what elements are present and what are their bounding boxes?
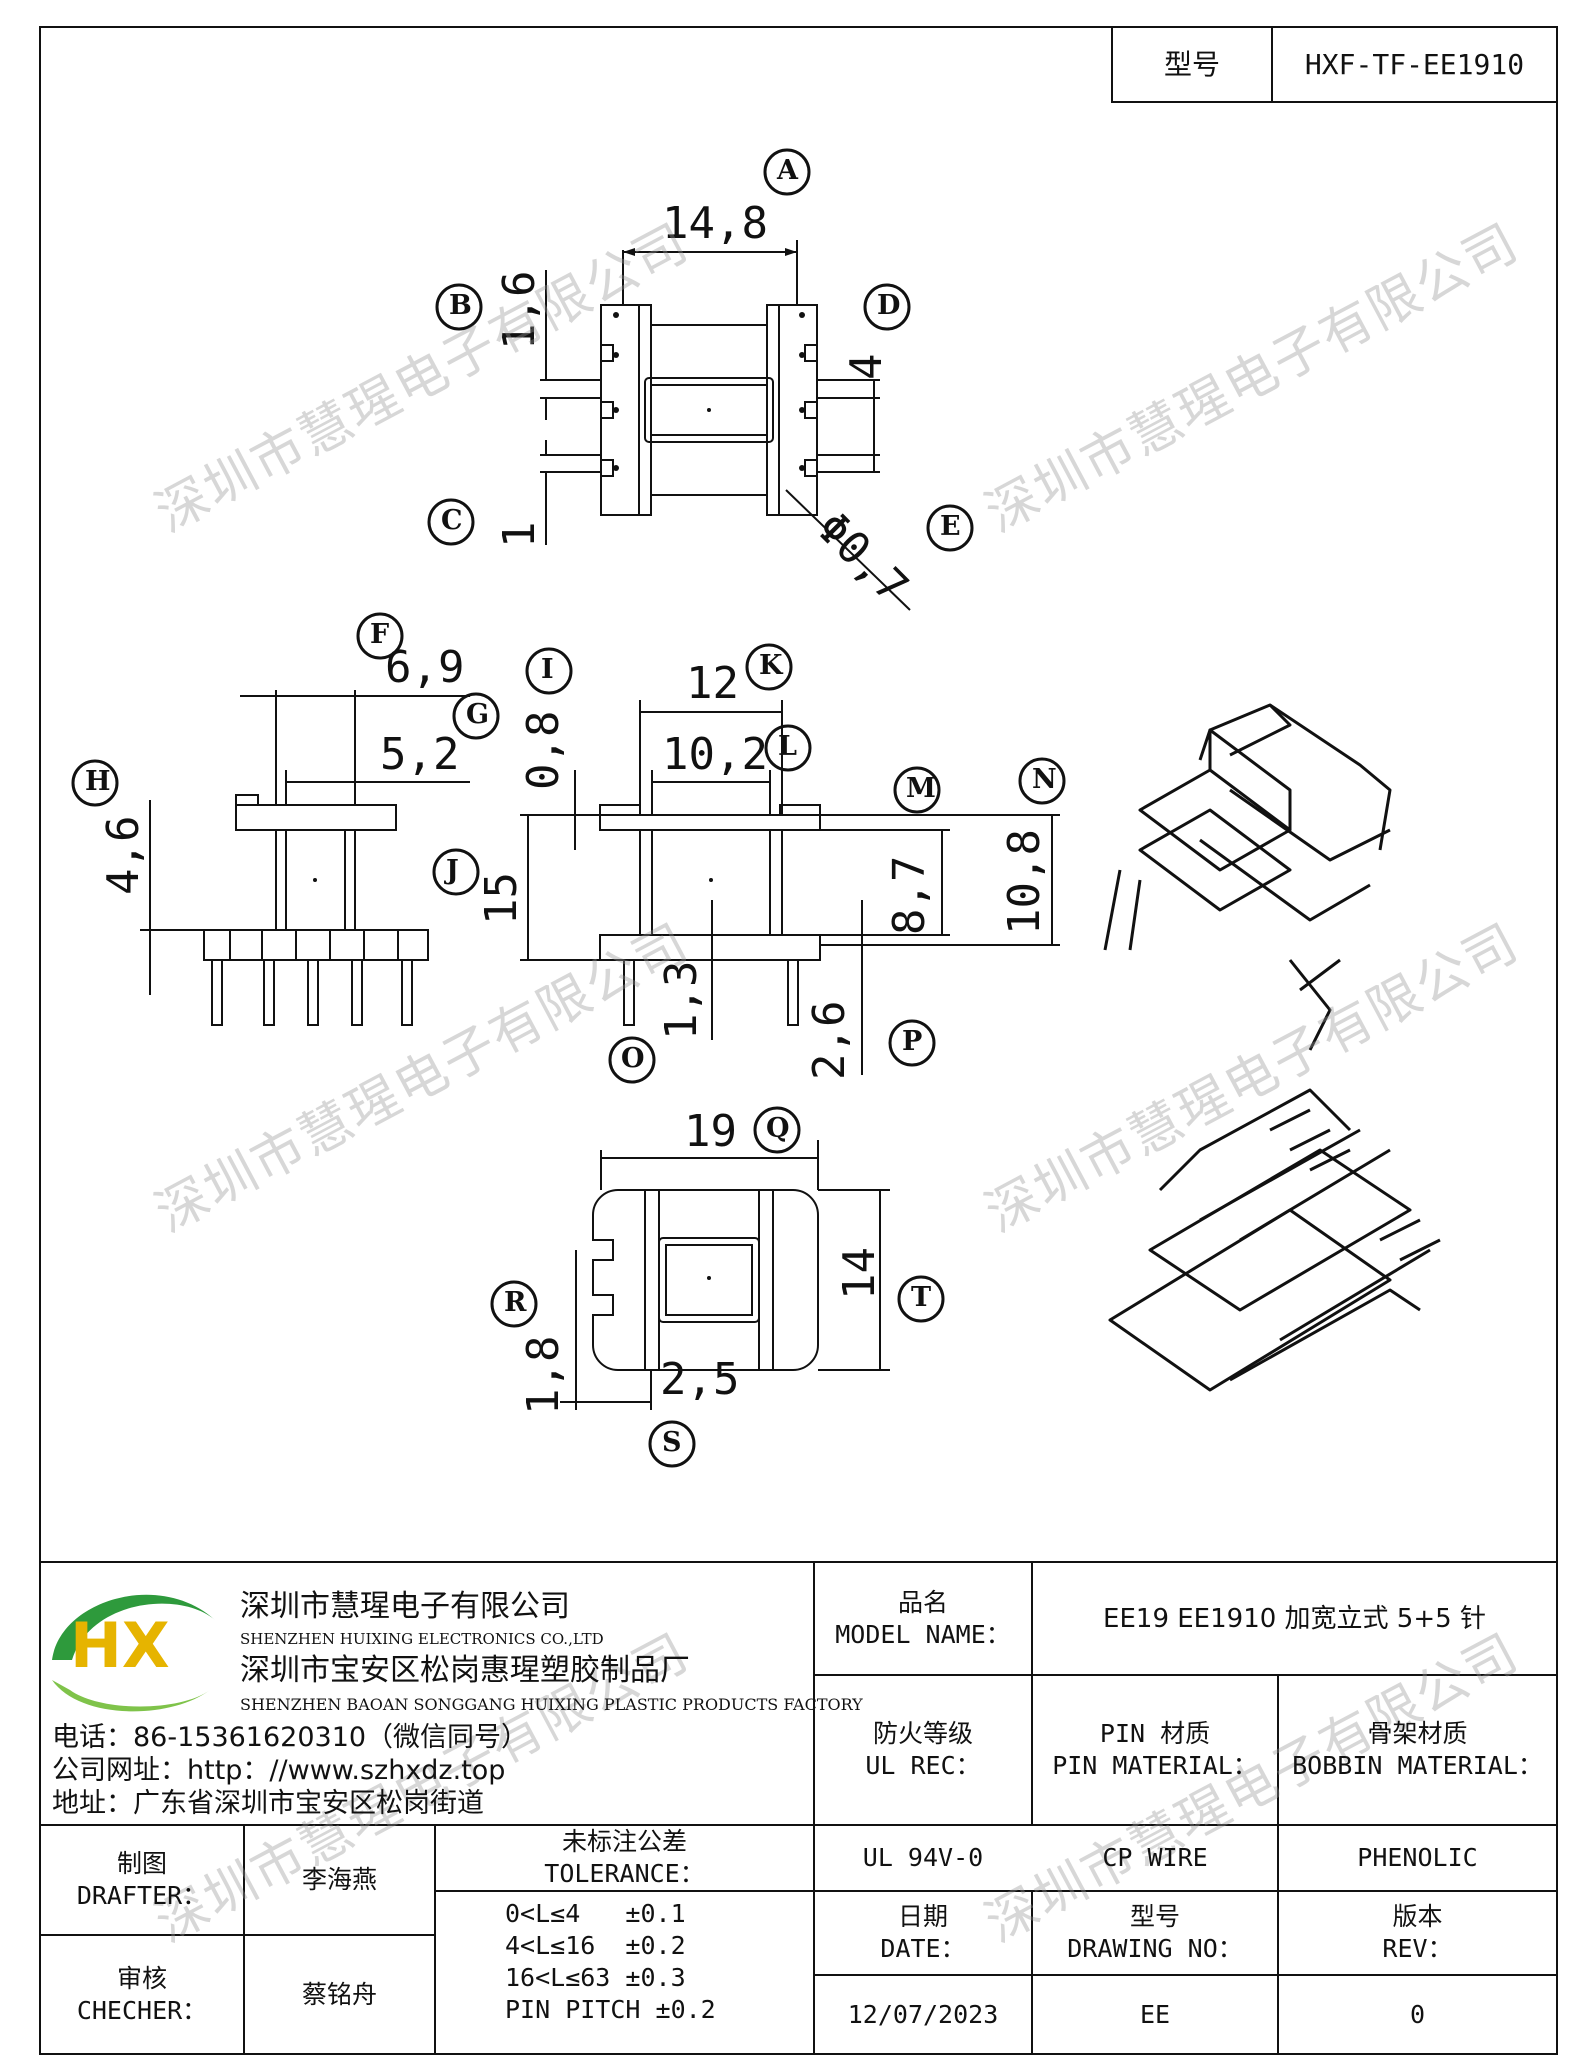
callout-h: H: [85, 766, 111, 797]
checker-en: CHECHER：: [76, 1995, 208, 2025]
dim-total-height: 10,8: [999, 829, 1050, 935]
model-label: 型号: [1163, 47, 1220, 81]
company-name-cn: 深圳市慧瑆电子有限公司: [240, 1589, 570, 1624]
callout-p: P: [902, 1026, 923, 1057]
callout-l: L: [778, 731, 797, 762]
ul-rec-value: UL 94V-0: [862, 1843, 984, 1872]
ul-rec-header: 防火等级 UL REC：: [814, 1675, 1032, 1825]
dim-pin-offset: 2,6: [804, 1000, 855, 1080]
tolerance-header: 未标注公差 TOLERANCE：: [435, 1825, 814, 1891]
dim-top-width: 14,8: [662, 198, 768, 249]
dim-base-thk: 1,3: [656, 960, 707, 1040]
dim-side-width: 6,9: [385, 642, 465, 693]
model-name-cn: 品名: [897, 1587, 948, 1617]
factory-name-cn: 深圳市宝安区松岗惠瑆塑胶制品厂: [240, 1653, 690, 1688]
pin-material-en: PIN MATERIAL：: [1052, 1751, 1258, 1780]
tolerance-row-3: 16<L≤63 ±0.3: [505, 1963, 686, 1992]
date-en: DATE：: [880, 1934, 966, 1963]
dim-front-width: 12: [686, 658, 739, 709]
dim-top-slot: 1,6: [494, 270, 545, 350]
bobbin-material-value: PHENOLIC: [1357, 1843, 1478, 1872]
bobbin-material-en: BOBBIN MATERIAL：: [1292, 1751, 1543, 1780]
date-value: 12/07/2023: [847, 1999, 999, 2029]
callout-d: D: [877, 290, 901, 321]
tolerance-row-4: PIN PITCH ±0.2: [505, 1995, 716, 2024]
tolerance-cn: 未标注公差: [561, 1827, 687, 1856]
tolerance-row-2: 4<L≤16 ±0.2: [505, 1931, 686, 1960]
company-address: 地址：广东省深圳市宝安区松岗街道: [52, 1788, 484, 1819]
checker-cn: 审核: [116, 1963, 167, 1993]
bobbin-material-header: 骨架材质 BOBBIN MATERIAL：: [1278, 1675, 1557, 1825]
company-phone: 电话：86-15361620310（微信同号）: [52, 1722, 529, 1753]
date-header: 日期 DATE：: [814, 1891, 1032, 1975]
callout-e: E: [940, 511, 961, 542]
callout-b: B: [449, 290, 472, 321]
rev-cn: 版本: [1392, 1902, 1443, 1931]
rev-en: REV：: [1382, 1934, 1453, 1963]
company-logo: HX: [70, 1615, 170, 1677]
dim-top-pitch: 4: [841, 353, 892, 381]
bobbin-material-cn: 骨架材质: [1367, 1719, 1468, 1748]
drafter-en: DRAFTER：: [76, 1881, 208, 1910]
dim-side-height: 4,6: [98, 815, 149, 895]
checker-header: 审核 CHECHER：: [40, 1935, 244, 2054]
ul-rec-cn: 防火等级: [872, 1719, 973, 1748]
callout-q: Q: [766, 1113, 790, 1144]
date-cn: 日期: [897, 1902, 948, 1931]
callout-t: T: [911, 1282, 932, 1313]
tolerance-en: TOLERANCE：: [544, 1859, 705, 1888]
callout-k: K: [759, 650, 783, 681]
drafter-header: 制图 DRAFTER：: [40, 1825, 244, 1935]
dim-bottom-width: 19: [684, 1106, 737, 1157]
callout-f: F: [370, 619, 390, 650]
dim-flange-thk: 0,8: [518, 710, 569, 790]
rev-value: 0: [1409, 1999, 1426, 2029]
drafter-value: 李海燕: [301, 1865, 377, 1894]
dim-window-height: 8,7: [884, 855, 935, 935]
model-name-value: EE19 EE1910 加宽立式 5+5 针: [1103, 1603, 1486, 1634]
model-name-header: 品名 MODEL NAME：: [814, 1562, 1032, 1675]
callout-n: N: [1032, 764, 1057, 795]
callout-r: R: [504, 1287, 527, 1318]
callout-g: G: [466, 699, 490, 730]
checker-value: 蔡铭舟: [301, 1979, 377, 2009]
pin-material-value: CP WIRE: [1102, 1843, 1208, 1872]
callout-c: C: [441, 505, 463, 536]
company-website: 公司网址：http：//www.szhxdz.top: [52, 1755, 506, 1786]
callout-m: M: [906, 773, 936, 804]
callout-s: S: [662, 1427, 682, 1458]
dim-front-height: 15: [476, 872, 527, 925]
pin-material-cn: PIN 材质: [1099, 1719, 1211, 1748]
model-value: HXF-TF-EE1910: [1304, 47, 1525, 81]
callout-j: J: [446, 855, 459, 886]
drawing-no-header: 型号 DRAWING NO：: [1032, 1891, 1278, 1975]
rev-header: 版本 REV：: [1278, 1891, 1557, 1975]
callout-i: I: [541, 654, 554, 685]
drawing-no-cn: 型号: [1129, 1902, 1180, 1931]
logo-swoosh: [52, 1594, 215, 1712]
factory-name-en: SHENZHEN BAOAN SONGGANG HUIXING PLASTIC …: [240, 1695, 863, 1714]
tolerance-row-1: 0<L≤4 ±0.1: [505, 1899, 686, 1928]
callout-o: O: [621, 1043, 645, 1074]
dim-bottom-depth: 14: [834, 1247, 885, 1300]
model-name-en: MODEL NAME：: [835, 1619, 1011, 1649]
company-name-en: SHENZHEN HUIXING ELECTRONICS CO.,LTD: [240, 1630, 604, 1648]
callout-a: A: [777, 155, 798, 186]
dim-slot-depth: 2,5: [660, 1354, 740, 1405]
dim-side-inner: 5,2: [380, 729, 460, 780]
dim-front-inner: 10,2: [662, 729, 768, 780]
pin-material-header: PIN 材质 PIN MATERIAL：: [1032, 1675, 1278, 1825]
ul-rec-en: UL REC：: [865, 1751, 981, 1780]
logo-h: HX: [70, 1609, 170, 1682]
drawing-no-en: DRAWING NO：: [1067, 1934, 1243, 1963]
drawing-no-value: EE: [1139, 1999, 1171, 2029]
dim-top-pin-size: 1: [494, 521, 545, 549]
drafter-cn: 制图: [116, 1849, 167, 1878]
dim-slot-width: 1,8: [518, 1335, 569, 1415]
